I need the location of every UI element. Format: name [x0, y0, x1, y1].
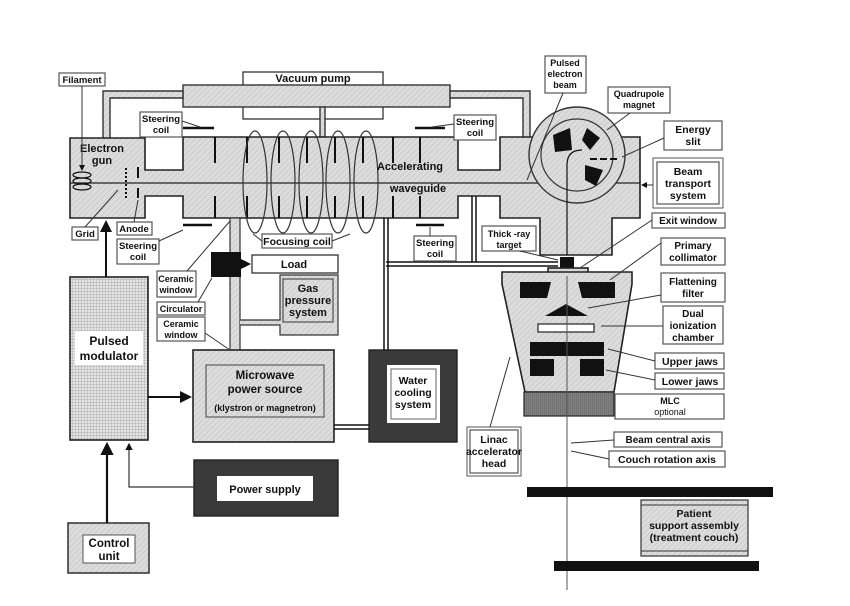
svg-text:system: system	[395, 399, 431, 411]
bent-beam-path	[566, 149, 583, 255]
focusing-coils	[242, 130, 379, 234]
quad-pole-2	[582, 128, 600, 150]
vacuum-stem	[319, 106, 326, 138]
svg-text:Exit window: Exit window	[659, 216, 717, 227]
rf-waveguide-feed	[229, 217, 241, 352]
svg-text:system: system	[289, 307, 327, 319]
ionization-chamber	[537, 323, 595, 333]
svg-text:window: window	[159, 285, 194, 295]
svg-text:Control: Control	[89, 538, 130, 550]
svg-text:support assembly: support assembly	[649, 520, 739, 532]
svg-text:Anode: Anode	[119, 224, 149, 235]
svg-text:slit: slit	[685, 136, 701, 148]
svg-text:filter: filter	[682, 289, 704, 300]
couch-bottom-bar	[554, 561, 759, 571]
quad-pole-3	[585, 165, 603, 186]
cooling-pipes	[334, 196, 558, 430]
vacuum-manifold	[182, 84, 451, 108]
svg-text:(klystron or magnetron): (klystron or magnetron)	[214, 403, 316, 413]
svg-text:accelerator: accelerator	[466, 446, 522, 458]
svg-text:Steering: Steering	[119, 241, 157, 252]
svg-text:Power supply: Power supply	[229, 484, 301, 496]
svg-text:system: system	[670, 190, 706, 202]
accelerating-waveguide-label: Accelerating	[377, 161, 443, 173]
filament-label: Filament	[62, 75, 102, 86]
svg-text:waveguide: waveguide	[389, 183, 446, 195]
svg-text:ionization: ionization	[670, 321, 717, 332]
gas-pressure-box	[282, 278, 334, 323]
svg-text:Steering: Steering	[456, 117, 494, 128]
svg-text:Flattening: Flattening	[669, 277, 717, 288]
svg-text:modulator: modulator	[80, 349, 139, 363]
svg-text:Load: Load	[281, 259, 307, 271]
accelerating-waveguide: Accelerating waveguide	[183, 126, 446, 234]
svg-text:coil: coil	[153, 125, 169, 136]
svg-text:Upper jaws: Upper jaws	[662, 356, 718, 368]
quad-pole-1	[553, 128, 572, 152]
svg-text:Focusing coil: Focusing coil	[263, 236, 331, 248]
svg-text:coil: coil	[467, 128, 483, 139]
svg-text:collimator: collimator	[669, 253, 717, 264]
primary-collimator-right	[578, 282, 615, 298]
svg-text:coil: coil	[130, 252, 146, 263]
svg-text:Beam central axis: Beam central axis	[625, 435, 710, 446]
svg-text:Pulsed: Pulsed	[89, 334, 128, 348]
couch-top-bar	[527, 487, 773, 497]
svg-text:Thick -ray: Thick -ray	[488, 229, 531, 239]
callouts: Filament Steering coil Steering coil Gri…	[58, 55, 726, 477]
patient-support-assembly: Patient support assembly (treatment couc…	[640, 499, 749, 557]
waveguide-irises	[214, 137, 421, 218]
svg-text:Circulator: Circulator	[160, 304, 203, 314]
svg-text:Lower jaws: Lower jaws	[662, 376, 719, 388]
svg-text:(treatment couch): (treatment couch)	[650, 532, 739, 544]
vacuum-system: Vacuum pump	[102, 71, 531, 141]
vacuum-pump-label: Vacuum pump	[275, 73, 350, 85]
svg-text:Water: Water	[399, 375, 428, 387]
svg-text:Microwave: Microwave	[236, 370, 295, 382]
svg-text:power source: power source	[228, 384, 303, 396]
svg-text:head: head	[482, 458, 507, 470]
svg-text:Pulsed: Pulsed	[550, 58, 580, 68]
svg-text:coil: coil	[427, 249, 443, 260]
lower-jaw-right	[580, 359, 604, 376]
circulator-block	[211, 252, 241, 277]
svg-text:Steering: Steering	[416, 238, 454, 249]
treatment-head	[501, 271, 633, 590]
svg-text:Quadrupole: Quadrupole	[614, 89, 665, 99]
svg-text:pressure: pressure	[285, 295, 331, 307]
svg-text:Beam: Beam	[674, 166, 703, 178]
svg-text:Ceramic: Ceramic	[163, 319, 199, 329]
svg-text:MLC: MLC	[660, 396, 680, 406]
svg-text:gun: gun	[92, 155, 112, 167]
xray-target	[560, 257, 574, 268]
electron-gun-label: Electron	[80, 143, 124, 155]
svg-text:Linac: Linac	[480, 434, 508, 446]
svg-text:Ceramic: Ceramic	[158, 274, 194, 284]
quadrupole-magnet	[528, 106, 626, 255]
svg-text:Steering: Steering	[142, 114, 180, 125]
svg-text:unit: unit	[98, 551, 119, 563]
svg-text:transport: transport	[665, 178, 712, 190]
svg-text:Couch rotation axis: Couch rotation axis	[618, 454, 716, 466]
svg-text:optional: optional	[654, 407, 686, 417]
svg-text:chamber: chamber	[672, 333, 714, 344]
svg-text:Primary: Primary	[674, 241, 712, 252]
load-box	[251, 254, 339, 274]
primary-collimator-left	[520, 282, 551, 298]
lower-jaw-left	[530, 359, 554, 376]
svg-text:window: window	[164, 330, 199, 340]
svg-text:target: target	[496, 240, 521, 250]
svg-text:Dual: Dual	[682, 309, 704, 320]
svg-text:beam: beam	[553, 80, 577, 90]
svg-text:Energy: Energy	[675, 124, 711, 136]
svg-text:Patient: Patient	[676, 508, 712, 520]
svg-text:Gas: Gas	[298, 283, 319, 295]
svg-text:Grid: Grid	[75, 229, 95, 240]
svg-text:cooling: cooling	[394, 387, 431, 399]
svg-text:magnet: magnet	[623, 100, 655, 110]
mlc-block	[523, 391, 615, 417]
svg-text:electron: electron	[547, 69, 582, 79]
